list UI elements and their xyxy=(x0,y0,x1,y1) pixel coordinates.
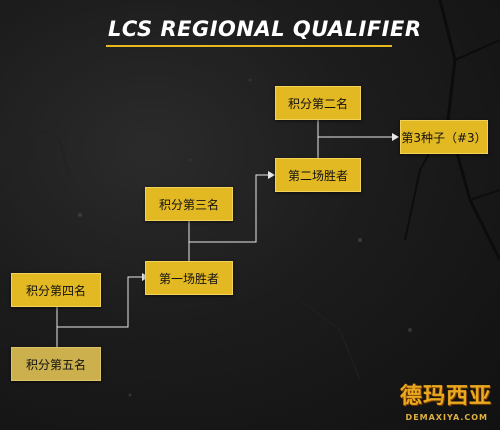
node-seed5: 积分第五名 xyxy=(11,347,101,381)
connector-to-match1 xyxy=(57,276,142,328)
node-seed3: 积分第三名 xyxy=(145,187,233,221)
node-seed4: 积分第四名 xyxy=(11,273,101,307)
arrowhead-result xyxy=(392,133,399,141)
title-underline xyxy=(106,45,392,47)
watermark-site: DEMAXIYA.COM xyxy=(405,413,488,422)
page-title: LCS REGIONAL QUALIFIER xyxy=(108,17,422,41)
watermark-logo: 德玛西亚 xyxy=(399,383,492,409)
connector-to-match2 xyxy=(189,174,268,243)
node-seed2: 积分第二名 xyxy=(275,86,361,120)
node-match1-winner: 第一场胜者 xyxy=(145,261,233,295)
node-match2-winner: 第二场胜者 xyxy=(275,158,361,192)
arrowhead-match2 xyxy=(268,171,275,179)
node-result-seed3: 第3种子（#3） xyxy=(400,120,488,154)
